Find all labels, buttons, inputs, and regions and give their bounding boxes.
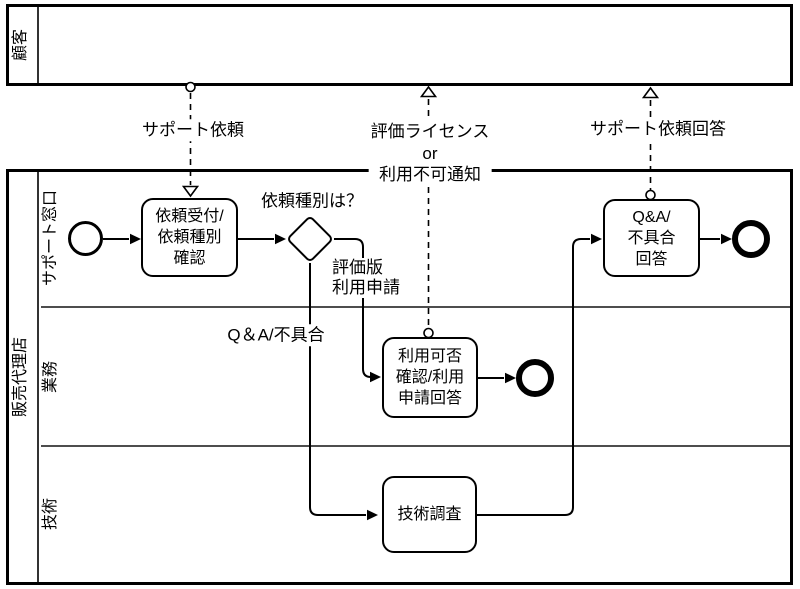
flow-gateway-to-license [334, 238, 381, 383]
flow-gateway-to-tech [309, 263, 378, 521]
message-label-license-or-denial: 評価ライセンス or 利用不可通知 [368, 120, 492, 186]
message-support-reply [641, 86, 660, 201]
task-request-intake: 依頼受付/ 依頼種別 確認 [141, 198, 238, 277]
task-tech-investigation: 技術調査 [382, 476, 477, 553]
start-event [68, 221, 103, 256]
flow-tech-to-answer [477, 233, 602, 516]
lane-engineering [41, 445, 790, 582]
pool-customer [6, 4, 793, 86]
pool-distributor-label-band [9, 172, 39, 582]
message-label-support-request: サポート依頼 [140, 119, 246, 141]
task-qa-answer: Q&A/ 不具合 回答 [603, 199, 700, 277]
flow-license-to-end [478, 372, 516, 384]
end-event-answer [732, 220, 770, 258]
edge-label-eval-request: 評価版 利用申請 [330, 258, 402, 298]
pool-customer-label-band [9, 7, 39, 83]
gateway-question-label: 依頼種別は？ [259, 190, 365, 212]
flow-answer-to-end [700, 233, 732, 245]
lane-stack [41, 172, 790, 582]
task-license-check: 利用可否 確認/利用 申請回答 [382, 337, 478, 418]
flow-intake-to-gateway [238, 233, 286, 245]
flow-start-to-intake [103, 233, 141, 245]
end-event-license [516, 359, 554, 397]
edge-label-qa-defect: Q＆A/不具合 [225, 324, 327, 346]
lane-operations [41, 306, 790, 445]
message-label-support-reply: サポート依頼回答 [588, 118, 728, 140]
